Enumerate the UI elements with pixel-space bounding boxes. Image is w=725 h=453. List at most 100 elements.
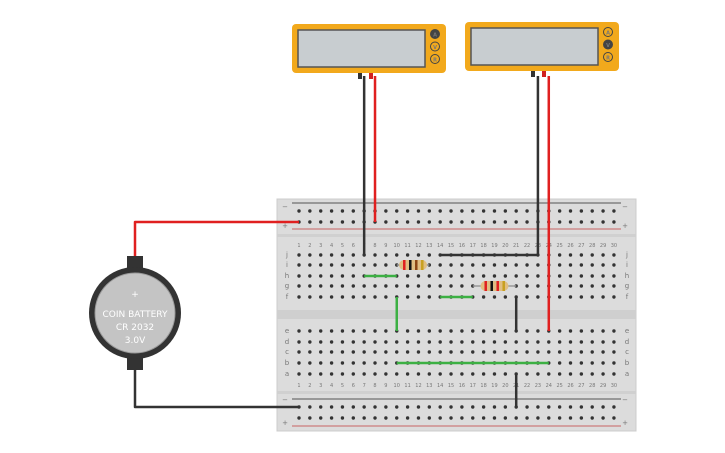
hole[interactable] (514, 340, 518, 344)
hole[interactable] (449, 405, 453, 409)
hole[interactable] (471, 274, 475, 278)
hole[interactable] (568, 361, 573, 365)
hole[interactable] (373, 340, 377, 344)
hole[interactable] (416, 274, 421, 278)
hole[interactable] (351, 372, 355, 376)
hole[interactable] (405, 340, 410, 344)
hole[interactable] (525, 274, 529, 278)
hole[interactable] (579, 350, 584, 354)
hole[interactable] (373, 284, 377, 288)
hole[interactable] (568, 350, 573, 354)
hole[interactable] (536, 284, 540, 288)
hole[interactable] (405, 329, 410, 333)
hole[interactable] (329, 220, 334, 224)
hole[interactable] (590, 329, 594, 333)
hole[interactable] (384, 284, 388, 288)
hole[interactable] (536, 340, 540, 344)
hole[interactable] (362, 284, 366, 288)
hole[interactable] (590, 220, 594, 224)
hole[interactable] (514, 416, 518, 420)
hole[interactable] (579, 253, 584, 257)
hole[interactable] (579, 274, 584, 278)
hole[interactable] (590, 284, 594, 288)
hole[interactable] (416, 284, 421, 288)
hole[interactable] (351, 340, 355, 344)
hole[interactable] (503, 263, 508, 267)
hole[interactable] (557, 253, 562, 257)
hole[interactable] (384, 263, 388, 267)
hole[interactable] (319, 253, 323, 257)
hole[interactable] (601, 274, 605, 278)
hole[interactable] (612, 361, 616, 365)
hole[interactable] (340, 295, 345, 299)
hole[interactable] (405, 295, 410, 299)
hole[interactable] (297, 372, 301, 376)
hole[interactable] (329, 350, 334, 354)
mode-a-button[interactable] (603, 27, 613, 37)
hole[interactable] (427, 209, 432, 213)
hole[interactable] (471, 350, 475, 354)
hole[interactable] (590, 416, 594, 420)
hole[interactable] (579, 361, 584, 365)
hole[interactable] (438, 416, 442, 420)
hole[interactable] (329, 372, 334, 376)
resistor[interactable] (472, 281, 517, 291)
hole[interactable] (492, 329, 497, 333)
hole[interactable] (427, 274, 432, 278)
hole[interactable] (471, 340, 475, 344)
hole[interactable] (405, 209, 410, 213)
hole[interactable] (612, 274, 616, 278)
hole[interactable] (351, 284, 355, 288)
hole[interactable] (536, 329, 540, 333)
hole[interactable] (449, 329, 453, 333)
hole[interactable] (438, 263, 442, 267)
hole[interactable] (405, 253, 410, 257)
hole[interactable] (471, 405, 475, 409)
hole[interactable] (481, 350, 486, 354)
hole[interactable] (525, 350, 529, 354)
hole[interactable] (384, 220, 388, 224)
hole[interactable] (297, 209, 301, 213)
hole[interactable] (362, 361, 366, 365)
hole[interactable] (329, 340, 334, 344)
hole[interactable] (438, 405, 442, 409)
hole[interactable] (319, 361, 323, 365)
hole[interactable] (449, 263, 453, 267)
hole[interactable] (612, 209, 616, 213)
hole[interactable] (471, 220, 475, 224)
mode-v-button[interactable] (603, 39, 613, 50)
hole[interactable] (373, 416, 377, 420)
hole[interactable] (601, 350, 605, 354)
hole[interactable] (329, 253, 334, 257)
hole[interactable] (384, 329, 388, 333)
hole[interactable] (503, 340, 508, 344)
hole[interactable] (308, 274, 312, 278)
hole[interactable] (536, 350, 540, 354)
hole[interactable] (568, 209, 573, 213)
hole[interactable] (568, 372, 573, 376)
hole[interactable] (471, 329, 475, 333)
battery-negative-wire[interactable] (133, 368, 299, 409)
hole[interactable] (351, 253, 355, 257)
hole[interactable] (557, 340, 562, 344)
hole[interactable] (503, 220, 508, 224)
hole[interactable] (405, 350, 410, 354)
hole[interactable] (438, 274, 442, 278)
hole[interactable] (297, 329, 301, 333)
hole[interactable] (340, 209, 345, 213)
hole[interactable] (449, 284, 453, 288)
hole[interactable] (308, 295, 312, 299)
hole[interactable] (492, 350, 497, 354)
hole[interactable] (362, 263, 366, 267)
hole[interactable] (557, 361, 562, 365)
hole[interactable] (449, 416, 453, 420)
hole[interactable] (460, 405, 464, 409)
hole[interactable] (308, 361, 312, 365)
hole[interactable] (449, 274, 453, 278)
hole[interactable] (351, 361, 355, 365)
hole[interactable] (427, 284, 432, 288)
hole[interactable] (340, 253, 345, 257)
hole[interactable] (427, 340, 432, 344)
hole[interactable] (481, 263, 486, 267)
